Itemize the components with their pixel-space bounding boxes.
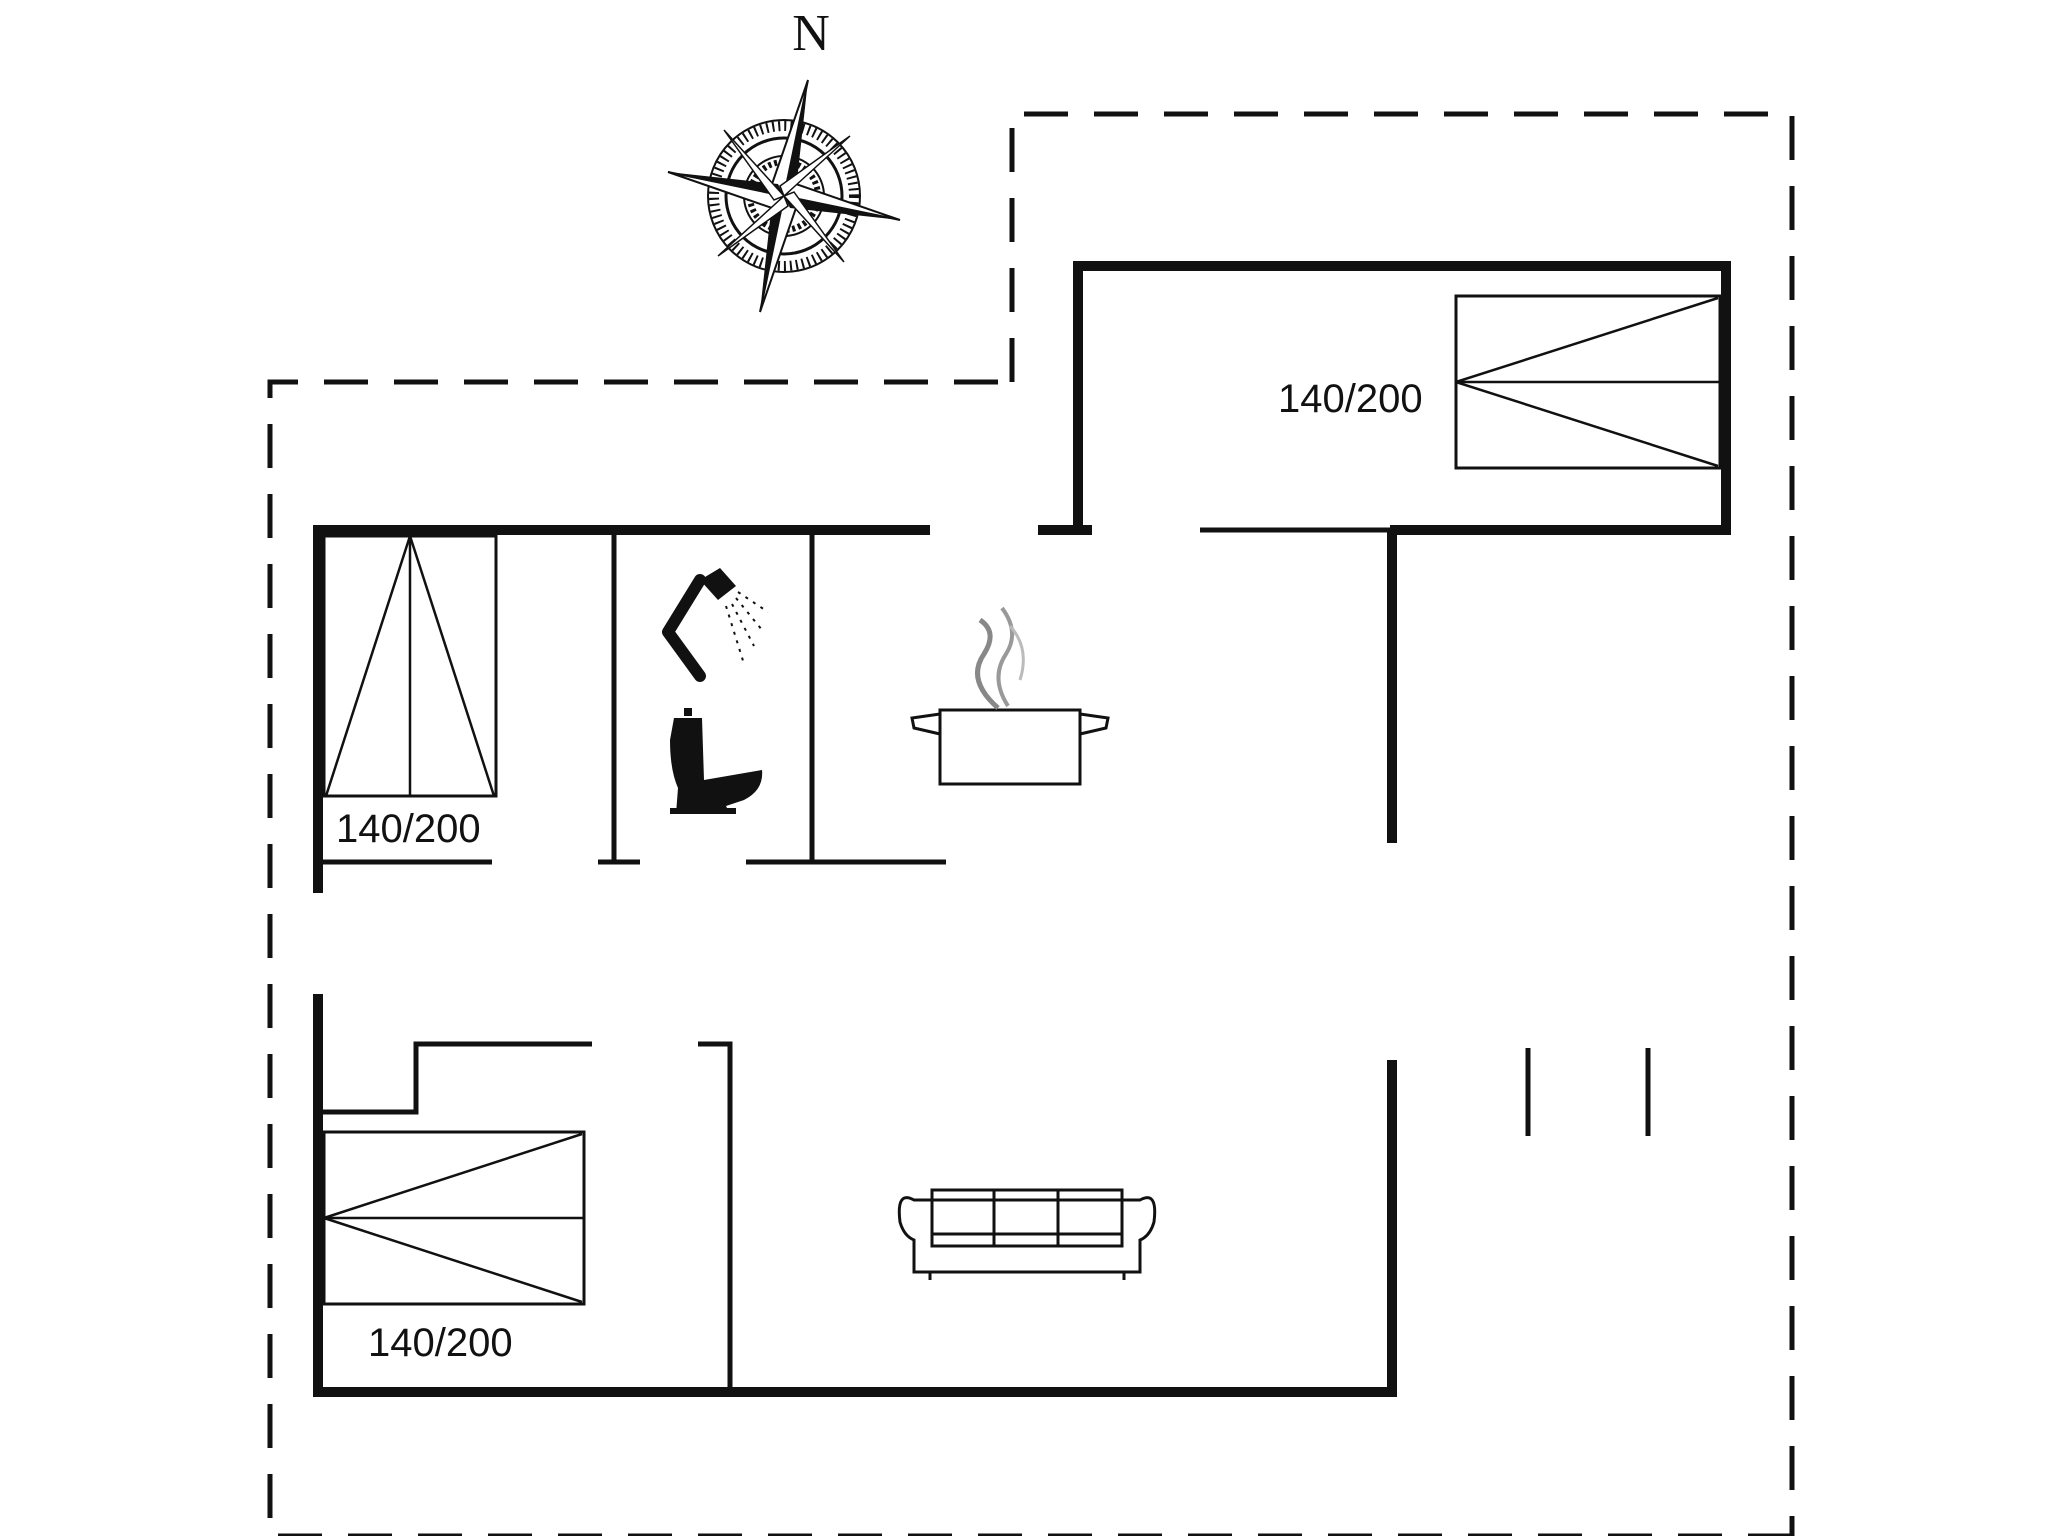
cooking-pot-icon [910, 606, 1110, 786]
toilet-icon [670, 708, 763, 814]
shower-icon [662, 568, 769, 682]
exterior-wall [1073, 261, 1731, 535]
bed-size-label: 140/200 [336, 807, 481, 851]
compass-rose-icon [667, 79, 901, 313]
bed [322, 1130, 586, 1306]
north-label: N [792, 5, 830, 62]
interior-wall [318, 1041, 592, 1115]
plot-boundary [267, 111, 1795, 1536]
exterior-wall [313, 525, 930, 893]
bed [322, 534, 498, 798]
bed-size-label: 140/200 [1278, 377, 1423, 421]
bed [1454, 294, 1722, 470]
interior-wall [698, 1041, 733, 1392]
bed-size-label: 140/200 [368, 1321, 513, 1365]
exterior-wall [313, 994, 1397, 1397]
sofa-icon [897, 1188, 1157, 1280]
